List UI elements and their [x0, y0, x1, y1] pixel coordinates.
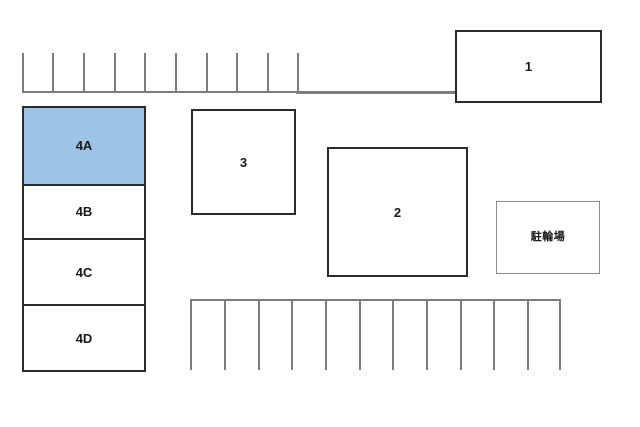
parking-stall-divider [426, 299, 428, 370]
unit-4d[interactable]: 4D [24, 306, 144, 370]
parking-stall-divider [527, 299, 529, 370]
parking-stall-divider [22, 53, 24, 93]
parking-stall-divider [190, 299, 192, 370]
unit-4c[interactable]: 4C [24, 240, 144, 306]
parking-stall-divider [392, 299, 394, 370]
unit-4b[interactable]: 4B [24, 185, 144, 240]
building-3-label: 3 [239, 154, 248, 170]
parking-stall-divider [175, 53, 177, 93]
unit-4a[interactable]: 4A [24, 108, 144, 186]
parking-stall-divider [493, 299, 495, 370]
parking-stall-divider [144, 53, 146, 93]
unit-4c-label: 4C [75, 264, 93, 280]
parking-stall-divider [83, 53, 85, 93]
building-1-label: 1 [524, 59, 533, 74]
building-1[interactable]: 1 [455, 30, 602, 103]
unit-4b-label: 4B [75, 204, 93, 220]
unit-4a-label: 4A [75, 138, 93, 154]
driveway-connector [296, 91, 456, 94]
building-2[interactable]: 2 [327, 147, 468, 277]
parking-row-bottom[interactable] [190, 299, 561, 370]
parking-stall-divider [236, 53, 238, 93]
parking-stall-divider [224, 299, 226, 370]
parking-stall-divider [267, 53, 269, 93]
unit-block-4: 4A 4B 4C 4D [22, 106, 146, 372]
parking-stall-divider [114, 53, 116, 93]
parking-baseline [22, 91, 298, 93]
parking-stall-divider [325, 299, 327, 370]
parking-stall-divider [258, 299, 260, 370]
bicycle-parking-area[interactable]: 駐輪場 [496, 201, 600, 274]
parking-stall-divider [460, 299, 462, 370]
parking-stall-divider [559, 299, 561, 370]
parking-stall-divider [291, 299, 293, 370]
building-3[interactable]: 3 [191, 109, 296, 215]
parking-row-top[interactable] [22, 53, 299, 93]
parking-stall-divider [52, 53, 54, 93]
parking-stall-divider [359, 299, 361, 370]
parking-stall-divider [206, 53, 208, 93]
building-2-label: 2 [393, 204, 402, 220]
parking-baseline [190, 299, 561, 301]
bicycle-parking-label: 駐輪場 [530, 231, 566, 243]
unit-4d-label: 4D [75, 330, 93, 346]
parking-stall-divider [297, 53, 299, 93]
